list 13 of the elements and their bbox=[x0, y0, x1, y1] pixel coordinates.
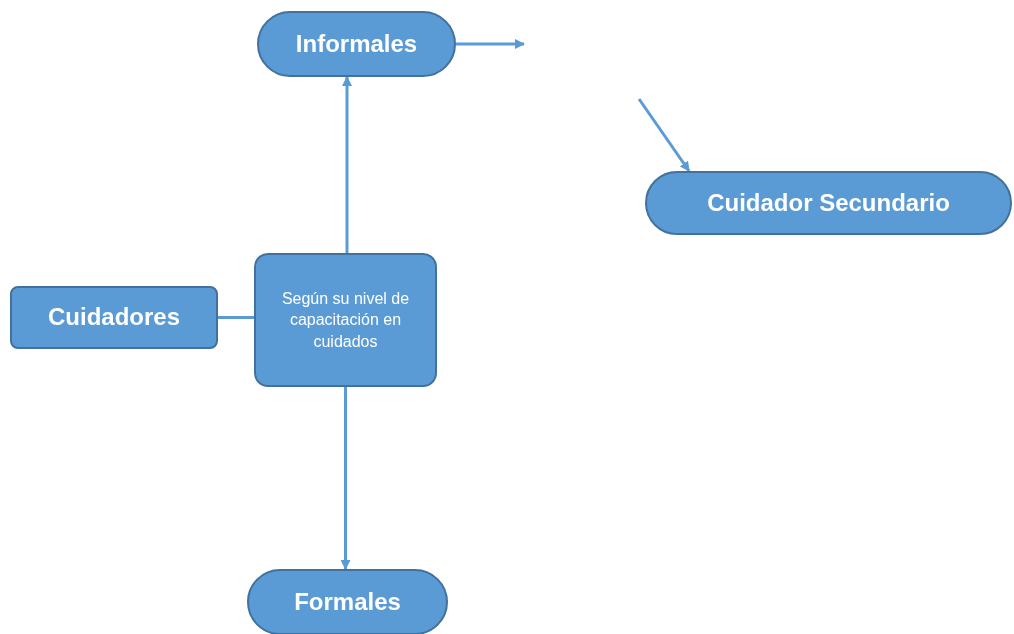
arrow bbox=[456, 39, 525, 49]
node-label: Según su nivel de capacitación en cuidados bbox=[280, 288, 411, 352]
rounded-pill-box bbox=[645, 171, 1012, 235]
rounded-box bbox=[254, 253, 437, 387]
node-label: Formales bbox=[294, 586, 401, 617]
arrow bbox=[637, 98, 691, 172]
node-label: Informales bbox=[295, 28, 418, 59]
arrow bbox=[342, 76, 352, 253]
node-label: Cuidador Secundario bbox=[707, 187, 950, 218]
arrow bbox=[340, 387, 351, 570]
rounded-box bbox=[10, 286, 218, 349]
connector-line bbox=[218, 316, 254, 319]
node-label: Cuidadores bbox=[48, 302, 180, 333]
